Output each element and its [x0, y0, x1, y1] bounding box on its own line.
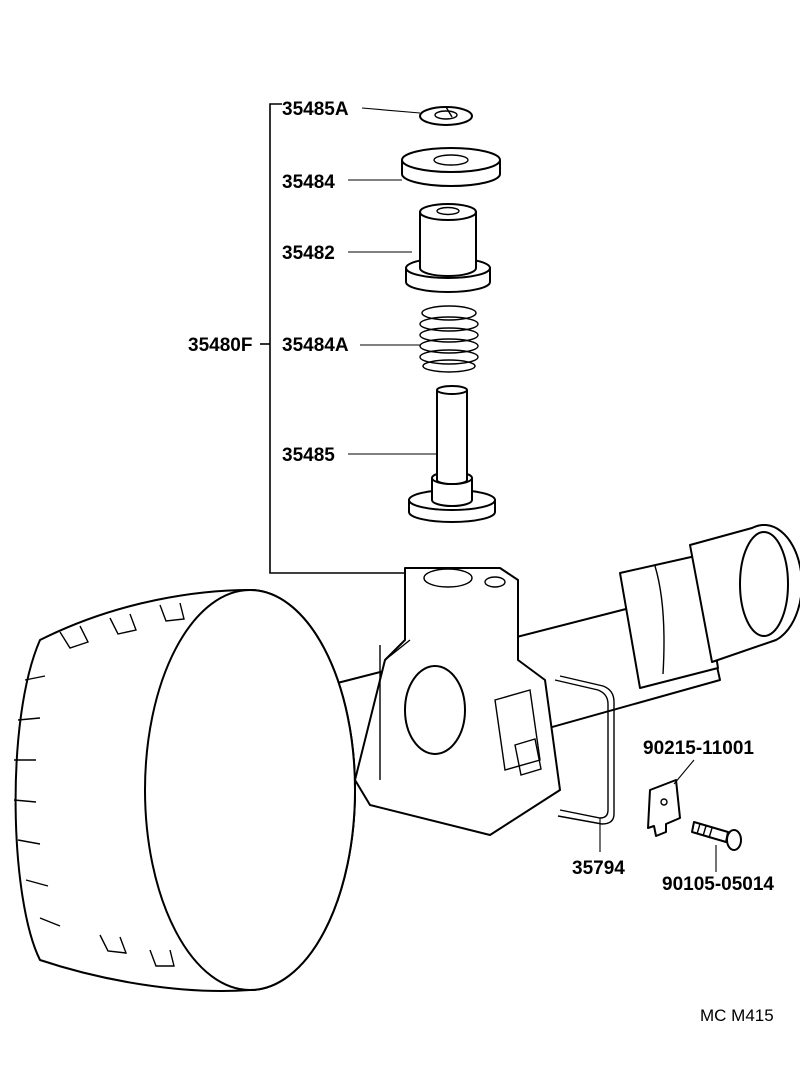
bolt-part — [691, 821, 742, 851]
spring-part — [419, 305, 479, 373]
valve-housing-part — [354, 567, 561, 836]
retainer-washer-part — [401, 147, 501, 187]
leader-lines — [348, 107, 717, 872]
assembly-bracket — [260, 103, 405, 574]
piston-part — [405, 203, 491, 293]
diagram-code: MC M415 — [700, 1006, 774, 1025]
bracket-wire-part — [554, 675, 615, 825]
label-plate: 90215-11001 — [643, 738, 754, 759]
label-bolt: 90105-05014 — [662, 874, 774, 895]
label-retainer: 35484 — [282, 172, 335, 193]
plate-part — [647, 779, 681, 837]
valve-part — [408, 385, 496, 523]
label-spring: 35484A — [282, 335, 349, 356]
label-assembly: 35480F — [188, 335, 252, 356]
label-bracket-wire: 35794 — [572, 858, 625, 879]
label-piston: 35482 — [282, 243, 335, 264]
drum-part — [13, 589, 356, 992]
label-snap-ring: 35485A — [282, 99, 349, 120]
label-valve: 35485 — [282, 445, 335, 466]
snap-ring-part — [419, 106, 473, 126]
